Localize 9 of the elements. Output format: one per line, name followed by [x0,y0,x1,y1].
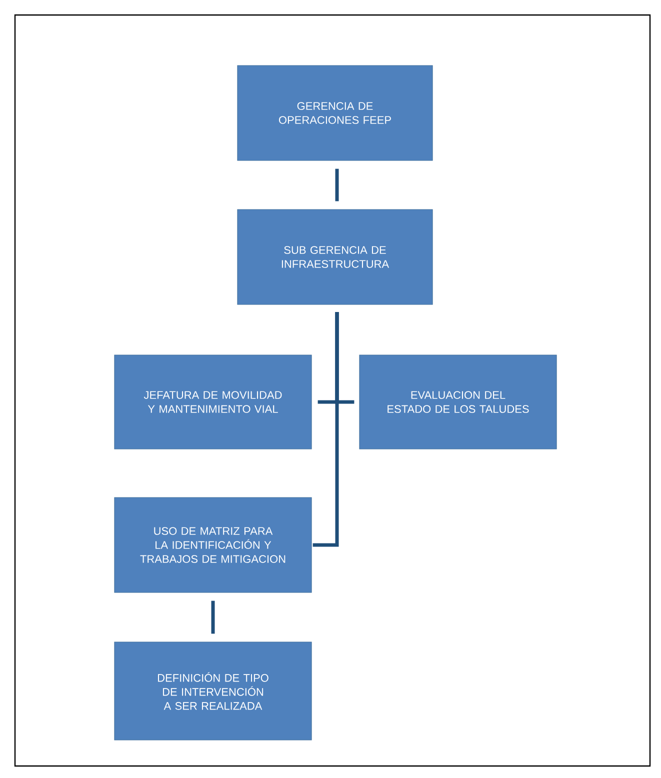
connector-line [312,312,339,547]
org-box: JEFATURA DE MOVILIDAD Y MANTENIMIENTO VIAL [114,354,312,450]
org-box: GERENCIA DE OPERACIONES FEEP [237,65,433,161]
org-box: DEFINICIÓN DE TIPO DE INTERVENCIÓN A SER REALIZADA [114,642,312,740]
connector-line [211,600,215,634]
org-box: EVALUACION DEL ESTADO DE LOS TALUDES [359,354,557,450]
org-box: SUB GERENCIA DE INFRAESTRUCTURA [237,209,433,305]
org-box: USO DE MATRIZ PARA LA IDENTIFICACIÓN Y TRABAJOS DE MITIGACION [114,497,312,593]
connector-line [335,168,339,202]
